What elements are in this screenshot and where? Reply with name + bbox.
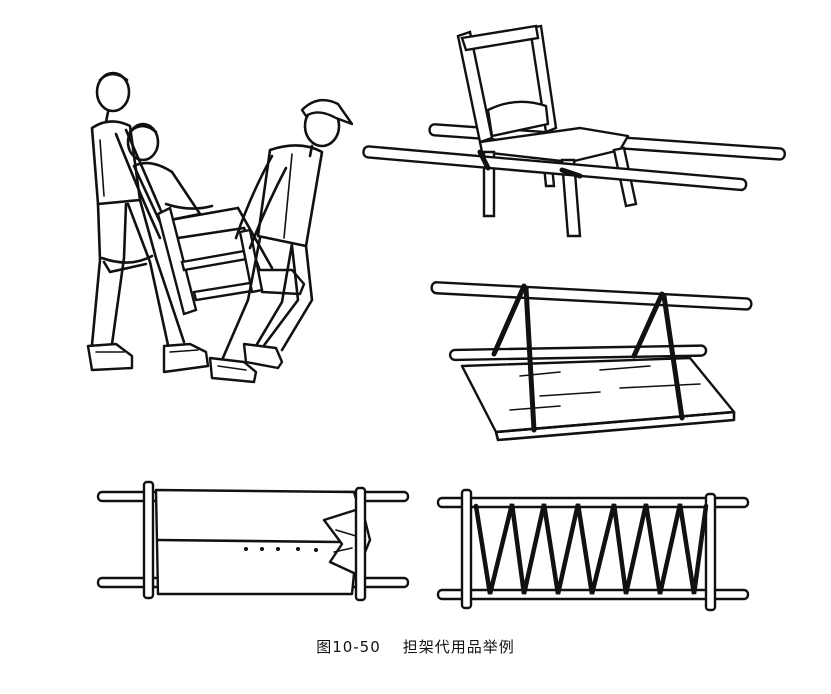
chair-stretcher-illustration [362,24,786,238]
carrier-front-figure [208,98,354,384]
carrier-back-figure [86,71,210,374]
rope-stretcher-illustration [436,488,750,612]
blanket-stretcher-illustration [96,480,410,602]
figure-caption: 图10-50 担架代用品举例 [0,636,831,657]
seated-patient-figure [126,122,306,296]
board-stretcher-illustration [430,281,753,442]
figure-number: 图10-50 [316,638,381,656]
carried-chair [156,206,264,316]
figure-title: 担架代用品举例 [402,638,515,656]
chair-carry-illustration [86,71,354,384]
